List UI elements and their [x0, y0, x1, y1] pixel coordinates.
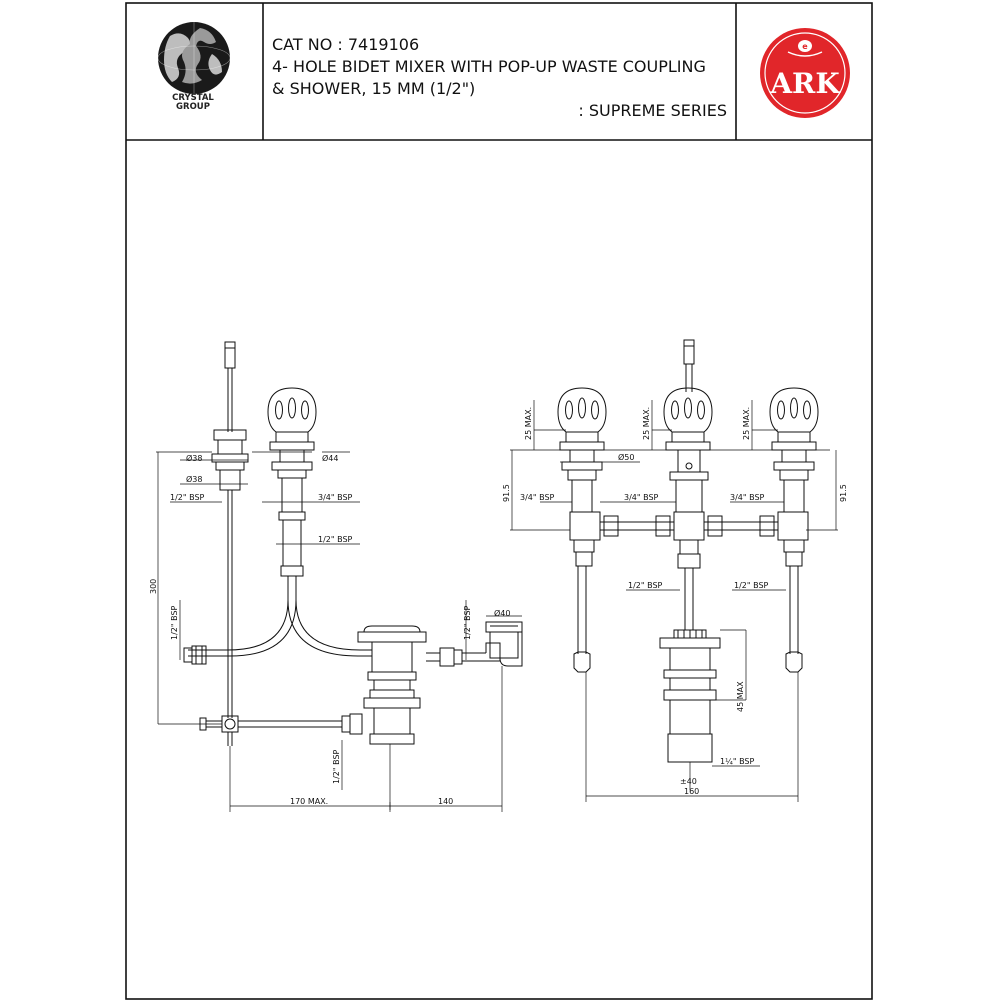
- crystal-group-caption: CRYSTAL GROUP: [148, 94, 238, 112]
- dim-bsp-half-front-b: 1/2" BSP: [734, 581, 769, 590]
- dim-bsp-3q-b: 3/4" BSP: [624, 493, 659, 502]
- front-view-dimension-lines: [510, 400, 838, 802]
- dim-bsp-3q-side: 3/4" BSP: [318, 493, 353, 502]
- dim-w170: 170 MAX.: [290, 797, 328, 806]
- catalog-number: CAT NO : 7419106: [272, 35, 420, 54]
- dim-d44: Ø44: [322, 453, 338, 463]
- dim-d38-bottom: Ø38: [186, 474, 202, 484]
- dim-bsp-3q-a: 3/4" BSP: [520, 493, 555, 502]
- svg-text:e: e: [802, 42, 808, 51]
- dim-bsp-half-vert-bottom: 1/2" BSP: [332, 749, 341, 784]
- dim-d50: Ø50: [618, 452, 634, 462]
- ark-logo-text: ARK: [769, 67, 841, 100]
- dim-max25-c: 25 MAX.: [742, 407, 751, 440]
- ark-emblem-icon: e: [760, 28, 850, 118]
- dim-bsp-half-vert-mid: 1/2" BSP: [463, 605, 472, 640]
- dim-d38-top: Ø38: [186, 453, 202, 463]
- dim-w140: 140: [438, 797, 453, 806]
- dim-h91-right: 91.5: [839, 484, 848, 502]
- dim-bsp-half-left: 1/2" BSP: [170, 493, 205, 502]
- globe-icon: [157, 22, 231, 94]
- logo-caption-line1: CRYSTAL: [172, 93, 214, 103]
- dim-bsp-3q-c: 3/4" BSP: [730, 493, 765, 502]
- dim-max25-a: 25 MAX.: [524, 407, 533, 440]
- product-title-line2: & SHOWER, 15 MM (1/2"): [272, 79, 476, 98]
- front-view-drawing: [557, 339, 819, 763]
- dim-d40: Ø40: [494, 608, 510, 618]
- side-view-drawing: [183, 341, 523, 746]
- dim-bsp-half-vert-left: 1/2" BSP: [170, 605, 179, 640]
- logo-caption-line2: GROUP: [176, 102, 210, 112]
- side-view-dimension-lines: [156, 451, 522, 812]
- dim-bsp-half-side: 1/2" BSP: [318, 535, 353, 544]
- dim-max25-b: 25 MAX.: [642, 407, 651, 440]
- dim-bsp-half-front-a: 1/2" BSP: [628, 581, 663, 590]
- dim-h300: 300: [149, 579, 158, 594]
- header-title-block: CAT NO : 7419106 4- HOLE BIDET MIXER WIT…: [272, 34, 727, 122]
- dim-max45: 45 MAX: [736, 681, 745, 712]
- dim-h91-left: 91.5: [502, 484, 511, 502]
- sheet-frame: [125, 2, 873, 1000]
- dim-pm40: ±40: [680, 777, 697, 786]
- product-title-line1: 4- HOLE BIDET MIXER WITH POP-UP WASTE CO…: [272, 57, 706, 76]
- dim-bsp-114: 1¼" BSP: [720, 757, 754, 766]
- dim-w160: 160: [684, 787, 699, 796]
- series-name: : SUPREME SERIES: [578, 101, 727, 120]
